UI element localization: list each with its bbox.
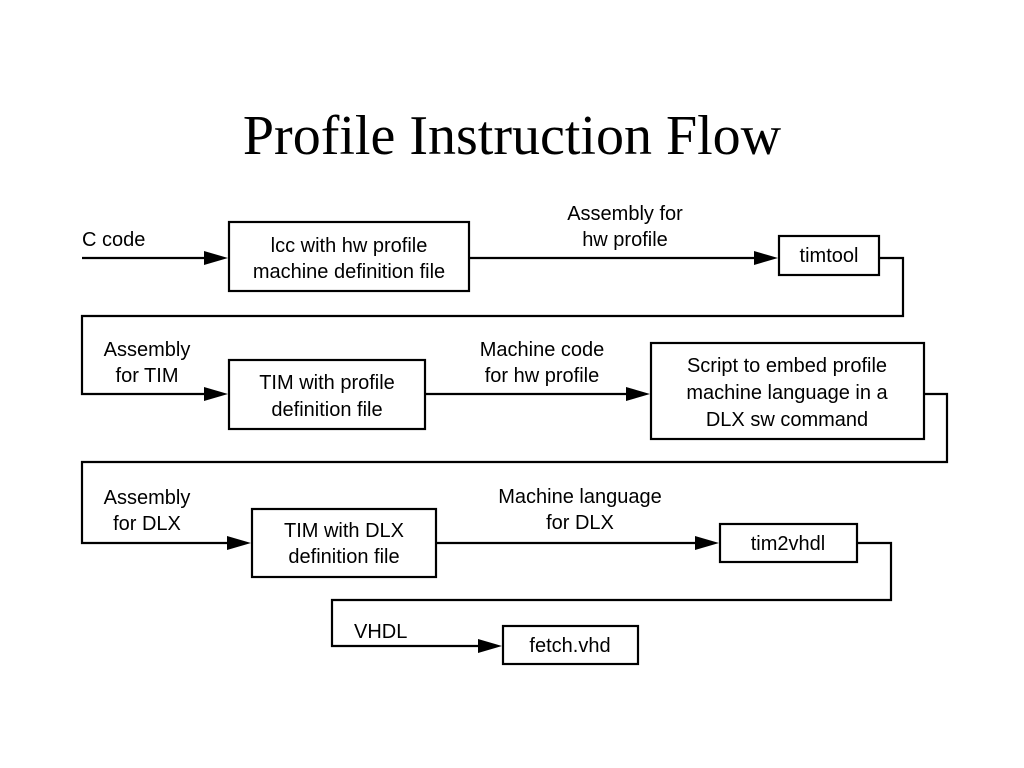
arrowhead-lcc <box>204 251 228 265</box>
label-asm-hw-line-1: Assembly for <box>567 203 683 225</box>
arrowhead-tim-profile <box>204 387 228 401</box>
arrowhead-fetch <box>478 639 502 653</box>
label-ml-dlx-line-2: for DLX <box>546 512 614 534</box>
connector-tim2vhdl-to-fetch <box>330 541 893 648</box>
arrowhead-tim-dlx <box>227 536 251 550</box>
connector-script-to-tim-dlx <box>80 392 949 545</box>
label-asm-dlx-line-1: Assembly <box>104 487 191 509</box>
script-box: Script to embed profile machine language… <box>649 341 926 441</box>
tim-dlx-box-line-2: definition file <box>288 546 399 568</box>
label-vhdl: VHDL <box>354 621 407 643</box>
lcc-box: lcc with hw profile machine definition f… <box>227 220 471 293</box>
tim2vhdl-box-line-1: tim2vhdl <box>751 533 825 555</box>
slide-title: Profile Instruction Flow <box>242 105 782 167</box>
tim2vhdl-box: tim2vhdl <box>718 522 859 564</box>
label-mc-hw-line-2: for hw profile <box>485 365 600 387</box>
tim-profile-box: TIM with profile definition file <box>227 358 427 431</box>
label-asm-tim-line-2: for TIM <box>116 365 179 387</box>
script-box-line-1: Script to embed profile <box>687 355 887 377</box>
fetch-box-line-1: fetch.vhd <box>529 635 610 657</box>
label-ml-dlx-line-1: Machine language <box>498 486 661 508</box>
arrowhead-script <box>626 387 650 401</box>
tim-profile-box-line-1: TIM with profile <box>259 372 395 394</box>
tim-dlx-box: TIM with DLX definition file <box>250 507 438 579</box>
label-c-code: C code <box>82 229 145 251</box>
tim-dlx-box-line-1: TIM with DLX <box>284 520 404 542</box>
lcc-box-line-1: lcc with hw profile <box>271 235 428 257</box>
script-box-line-2: machine language in a <box>686 382 888 404</box>
script-box-line-3: DLX sw command <box>706 409 868 431</box>
arrowhead-timtool <box>754 251 778 265</box>
lcc-box-line-2: machine definition file <box>253 261 445 283</box>
fetch-box: fetch.vhd <box>501 624 640 666</box>
connector-timtool-to-tim-profile <box>80 256 905 396</box>
arrowhead-tim2vhdl <box>695 536 719 550</box>
tim-profile-box-line-2: definition file <box>271 399 382 421</box>
timtool-box: timtool <box>777 234 881 277</box>
label-asm-hw-line-2: hw profile <box>582 229 668 251</box>
label-asm-dlx-line-2: for DLX <box>113 513 181 535</box>
label-asm-tim-line-1: Assembly <box>104 339 191 361</box>
label-mc-hw-line-1: Machine code <box>480 339 605 361</box>
timtool-box-line-1: timtool <box>800 245 859 267</box>
